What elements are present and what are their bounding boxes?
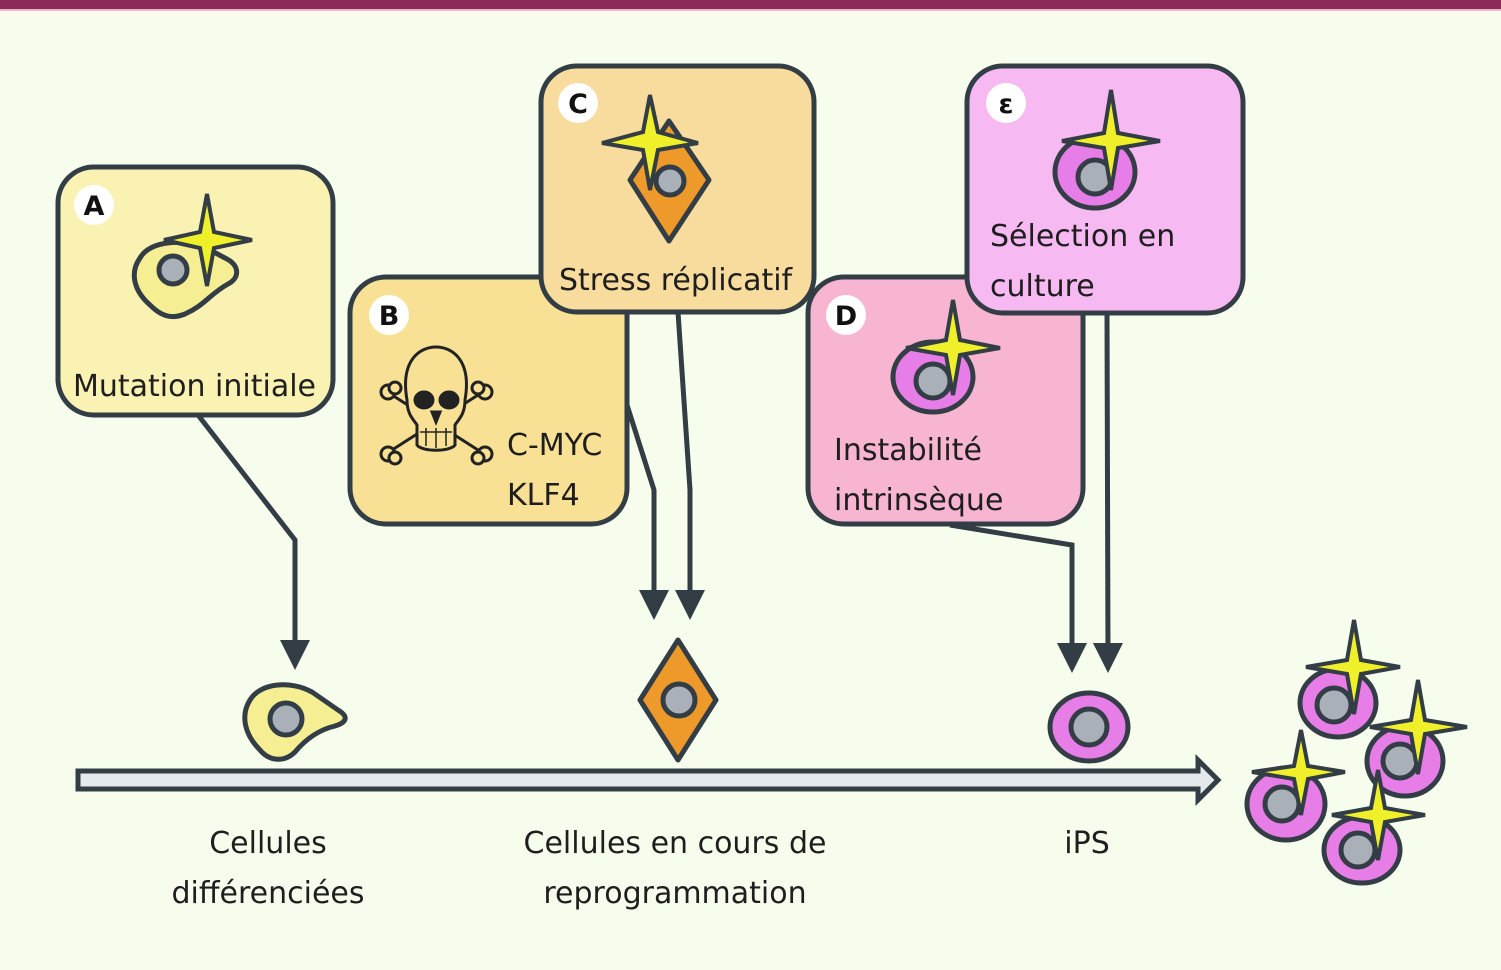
mutated-ips-cell-icon [1297,619,1401,740]
skull-crossbones-icon [379,345,494,466]
mutated-differentiated-cell-icon [131,193,253,320]
badge-d-circle [826,295,866,335]
badge-c: C [568,89,588,120]
badge-e: ε [998,89,1013,120]
badge-b-circle [369,295,409,335]
mutated-ips-cluster [1244,619,1468,886]
box-a-label: Mutation initiale [73,369,316,404]
badge-e-circle [986,83,1026,123]
top-bar [0,0,1501,11]
badge-c-circle [558,83,598,123]
box-b-label-line2: KLF4 [507,478,580,513]
box-b-label-line1: C-MYC [507,428,602,463]
box-e-label-line1: Sélection en [990,219,1175,254]
box-d-instabilite-intrinseque: D Instabilité intrinsèque [805,274,1086,527]
mutated-ips-cell-icon [1244,729,1346,843]
box-e-selection-en-culture: ε Sélection en culture [964,63,1246,316]
reprogramming-cell-icon [637,637,719,763]
arrow-b-to-reprogramming [624,404,669,620]
connectors [196,311,1123,673]
badge-b: B [379,301,400,332]
mutated-reprogramming-cell-icon [601,94,712,244]
stage-reprogramming-line1: Cellules en cours de [524,826,827,861]
box-b-background [347,274,630,527]
box-a-mutation-initiale: A Mutation initiale [55,164,336,418]
stage-reprogramming-line2: reprogrammation [543,876,806,911]
differentiated-cell-icon [242,682,348,762]
box-c-stress-replicatif: C Stress réplicatif [538,63,817,315]
arrow-c-to-reprogramming [675,311,705,620]
badge-d: D [835,301,857,332]
arrow-e-to-ips [1092,312,1123,673]
box-d-label-line1: Instabilité [834,433,982,468]
timeline-arrow [75,753,1222,807]
mutated-ips-cell-icon [1052,89,1161,211]
box-e-label-line2: culture [990,269,1095,304]
badge-a-circle [74,185,114,225]
box-b-c-myc-klf4: B C-MYC KLF4 [347,274,630,527]
badge-a: A [84,191,105,222]
mutated-ips-cell-icon [1321,769,1426,886]
box-c-label: Stress réplicatif [559,263,794,298]
stage-ips-label: iPS [1064,826,1109,861]
arrow-d-to-ips [949,522,1087,673]
mutated-ips-cell-icon [1364,679,1468,799]
box-d-label-line2: intrinsèque [834,483,1003,518]
ips-cell-icon [1047,690,1131,764]
arrow-a-to-differentiated [196,413,310,670]
stage-differentiated-line1: Cellules [209,826,327,861]
mutated-ips-cell-icon [890,299,1001,415]
stage-differentiated-line2: différenciées [171,876,364,911]
